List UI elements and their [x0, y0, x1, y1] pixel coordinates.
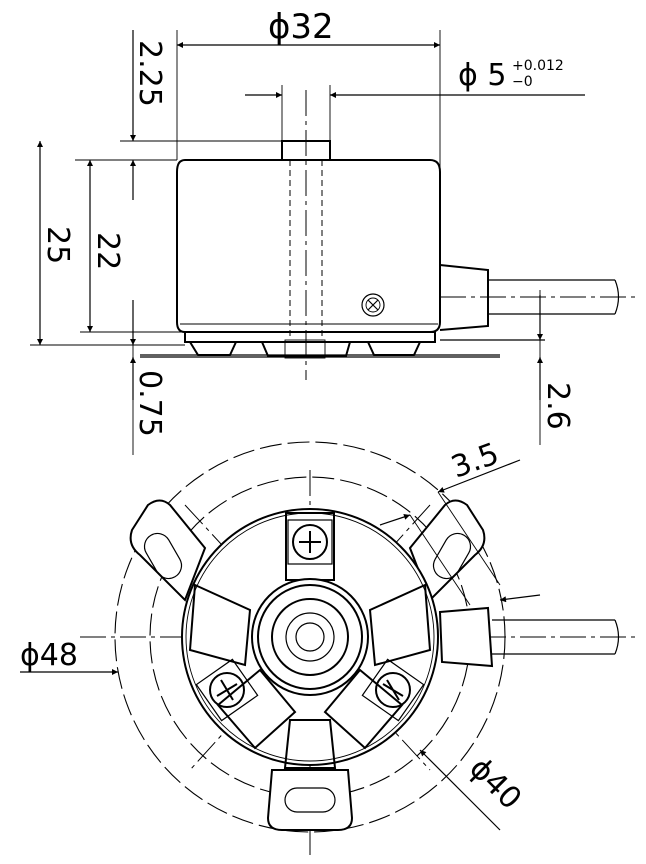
dim-3-5: 3.5	[447, 436, 504, 485]
hub	[251, 578, 369, 696]
dim-0-75: 0.75	[132, 370, 167, 437]
dim-shaft-phi5: ϕ 5	[458, 58, 506, 93]
cable-side	[439, 264, 636, 341]
dim-phi48: ϕ48	[20, 638, 78, 673]
dim-22: 22	[90, 232, 125, 270]
dim-phi40: ϕ40	[462, 751, 528, 817]
dim-2-25: 2.25	[132, 40, 167, 107]
dim-2-6: 2.6	[540, 382, 575, 430]
side-screw	[361, 293, 385, 317]
dim-shaft-tol-minus: −0	[512, 74, 533, 90]
mounting-plate	[140, 331, 500, 359]
side-view: ϕ32 ϕ 5 +0.012 −0 2.25 25 22 0.75 2.6	[30, 7, 636, 455]
spoke-plate	[188, 512, 432, 769]
screw-left	[195, 658, 259, 722]
dim-shaft-tol-plus: +0.012	[512, 58, 564, 74]
screw-top	[287, 519, 333, 565]
mount-ear-left	[129, 499, 207, 602]
cable-front	[438, 606, 620, 668]
screw-right	[361, 658, 425, 722]
mount-ear-bottom	[266, 769, 354, 831]
dim-phi32: ϕ32	[268, 7, 334, 47]
encoder-body	[176, 159, 441, 333]
dim-25: 25	[40, 226, 75, 264]
front-view: 3.5 ϕ48 ϕ40	[20, 436, 636, 855]
